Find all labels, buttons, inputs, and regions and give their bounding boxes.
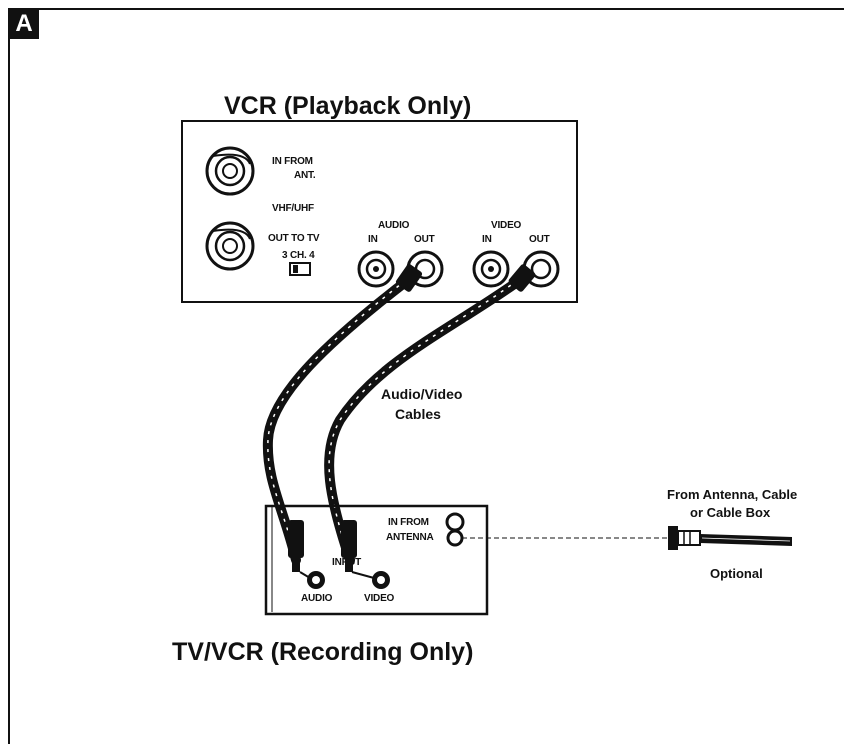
antenna-source-line1: From Antenna, Cable	[667, 487, 798, 502]
vcr-audio-in-jack	[357, 250, 395, 288]
vcr-title: VCR (Playback Only)	[224, 92, 472, 120]
vcr-video-in-jack	[472, 250, 510, 288]
video-cable	[324, 264, 536, 572]
vcr-in-from-ant-label-line2: ANT.	[294, 170, 316, 181]
vhf-uhf-label: VHF/UHF	[272, 203, 314, 214]
vcr-video-in-label: IN	[482, 234, 492, 245]
panel-label: A	[9, 9, 39, 39]
tvvcr-in-from-antenna-line2: ANTENNA	[386, 532, 434, 543]
tvvcr-audio-input-jack	[307, 571, 325, 589]
out-to-tv-label: OUT TO TV	[268, 233, 320, 244]
tvvcr-video-label: VIDEO	[364, 593, 395, 604]
vcr-in-from-ant-jack	[205, 146, 255, 196]
tvvcr-video-input-jack	[372, 571, 390, 589]
cables-label-line1: Audio/Video	[381, 386, 463, 402]
vcr-audio-out-label: OUT	[414, 234, 435, 245]
vcr-in-from-ant-label-line1: IN FROM	[272, 156, 313, 167]
tvvcr-audio-label: AUDIO	[301, 593, 333, 604]
tvvcr-in-from-antenna-line1: IN FROM	[388, 517, 429, 528]
panel-frame	[8, 8, 844, 744]
vcr-video-out-label: OUT	[529, 234, 550, 245]
vcr-audio-label: AUDIO	[378, 220, 410, 231]
tvvcr-input-label: INPUT	[332, 557, 362, 568]
cables-label-line2: Cables	[395, 406, 441, 422]
tvvcr-title: TV/VCR (Recording Only)	[172, 638, 474, 666]
channel-switch-label: 3 CH. 4	[282, 250, 315, 261]
antenna-optional-label: Optional	[710, 566, 763, 581]
tvvcr-back-panel	[264, 504, 489, 616]
vcr-video-label: VIDEO	[491, 220, 522, 231]
antenna-source-line2: or Cable Box	[690, 505, 771, 520]
audio-cable	[262, 264, 423, 572]
tvvcr-antenna-jack	[445, 512, 465, 547]
vcr-audio-in-label: IN	[368, 234, 378, 245]
antenna-cable-connector	[668, 526, 792, 550]
vcr-out-to-tv-jack	[205, 221, 255, 271]
